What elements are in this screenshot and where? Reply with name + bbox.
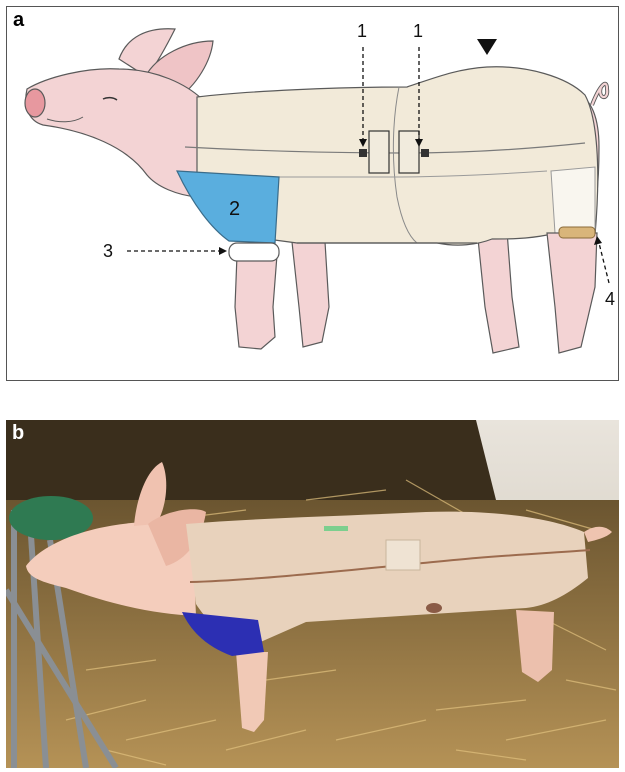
hock-band-4 bbox=[559, 227, 595, 238]
pig-front-leg-near bbox=[235, 255, 277, 349]
callout-label-2: 2 bbox=[229, 198, 240, 220]
callout-label-4: 4 bbox=[605, 289, 615, 309]
callout-label-1-left: 1 bbox=[357, 21, 367, 41]
chest-pad-2 bbox=[177, 171, 279, 243]
panel-label-a: a bbox=[13, 9, 24, 32]
pig-photo-stain bbox=[426, 603, 442, 613]
pig-photo-sensor bbox=[386, 540, 420, 570]
panel-label-b: b bbox=[12, 422, 24, 445]
pig-hind-leg-far bbox=[477, 229, 519, 353]
sensor-clip-right bbox=[421, 149, 429, 157]
elbow-band-3 bbox=[229, 243, 279, 261]
pig-jacket-diagram: 1 1 2 3 4 bbox=[7, 7, 617, 379]
sensor-clip-left bbox=[359, 149, 367, 157]
jacket-rear-panel bbox=[551, 167, 595, 233]
pig-hind-leg-near bbox=[547, 233, 597, 353]
pig-photo-green-tape bbox=[324, 526, 348, 531]
pig-snout bbox=[25, 89, 45, 117]
pig-photo bbox=[6, 420, 619, 768]
panel-a-diagram: a bbox=[6, 6, 619, 381]
pig-head bbox=[26, 69, 202, 197]
sensor-device-left bbox=[369, 131, 389, 173]
panel-b-photo: b bbox=[6, 420, 619, 768]
sensor-device-right bbox=[399, 131, 419, 173]
callout-line-4 bbox=[599, 243, 609, 283]
pig-front-leg-far bbox=[292, 242, 329, 347]
callout-label-3: 3 bbox=[103, 241, 113, 261]
triangle-marker-icon bbox=[477, 39, 497, 55]
callout-label-1-right: 1 bbox=[413, 21, 423, 41]
